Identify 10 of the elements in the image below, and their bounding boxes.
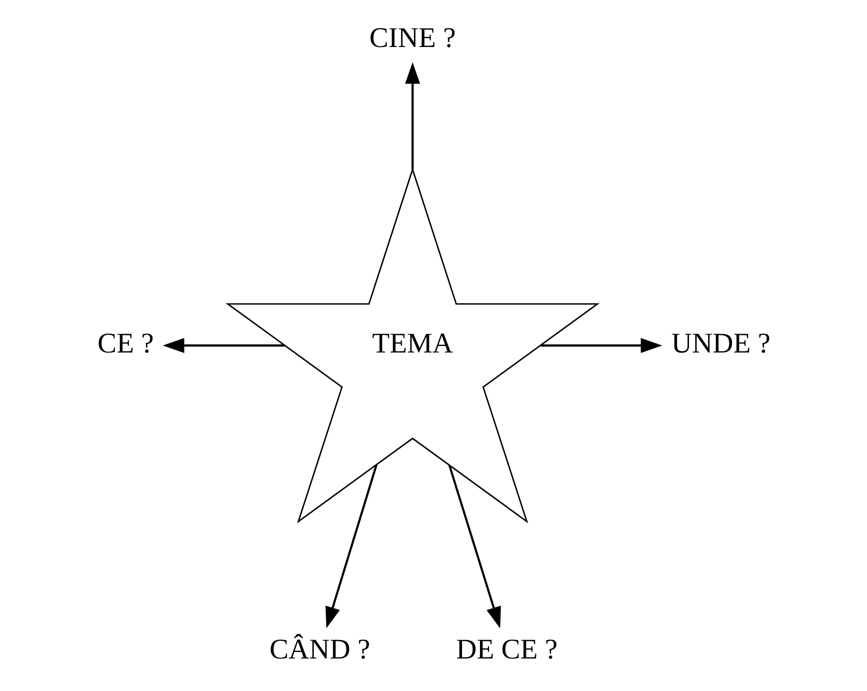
arrow — [448, 465, 500, 628]
node-text: UNDE ? — [670, 328, 770, 360]
arrow — [162, 338, 284, 353]
node-text: DE CE ? — [456, 634, 558, 666]
node-text: CÂND ? — [268, 634, 370, 666]
node-text: CINE ? — [368, 22, 456, 54]
arrow — [404, 62, 420, 170]
arrow — [324, 464, 377, 628]
arrow — [540, 338, 662, 353]
node-text: CE ? — [97, 328, 154, 360]
